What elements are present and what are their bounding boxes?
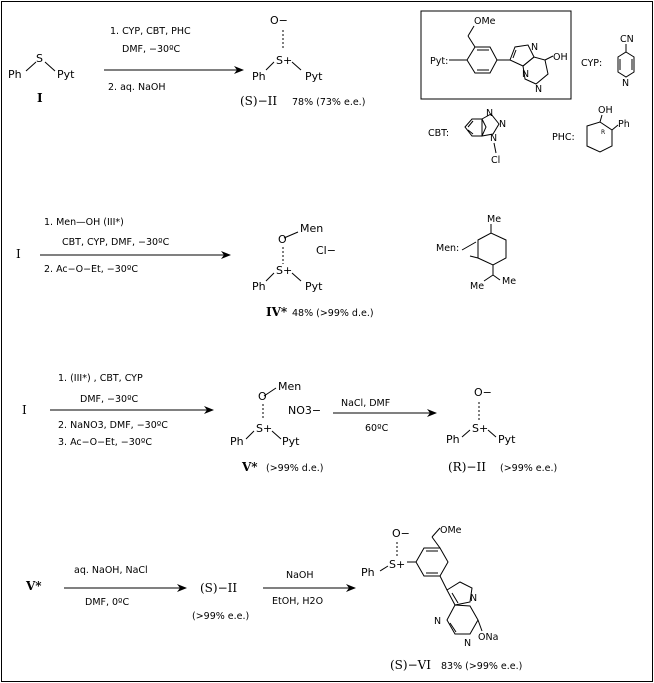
cbt-n1: N bbox=[486, 108, 493, 119]
product-1-pyt: Pyt bbox=[305, 70, 323, 83]
phc-ph: Ph bbox=[618, 119, 630, 130]
product-4-yield: 83% (>99% e.e.) bbox=[441, 661, 522, 672]
product-3-men: Men bbox=[278, 380, 301, 393]
product-3-pyt: Pyt bbox=[282, 435, 300, 448]
product-3b-ee: (>99% e.e.) bbox=[500, 463, 557, 474]
scheme-2: I 1. Men—OH (III*) CBT, CYP, DMF, −30ºC … bbox=[16, 214, 516, 319]
product-2-o: O bbox=[278, 233, 287, 246]
reactant-s: S bbox=[36, 52, 43, 65]
product-1-label: (S)−II bbox=[240, 94, 277, 108]
product-2-ph: Ph bbox=[252, 280, 266, 293]
cond-3-4: 3. Ac−O−Et, −30ºC bbox=[58, 437, 152, 448]
pyt-n1: N bbox=[531, 42, 538, 53]
pyt-legend-box bbox=[420, 10, 572, 100]
product-3-ph: Ph bbox=[230, 435, 244, 448]
scheme-1: Ph S Pyt I 1. CYP, CBT, PHC DMF, −30ºC 2… bbox=[8, 14, 365, 108]
cbt-n3: N bbox=[490, 133, 497, 144]
cond-3-1: 1. (III*) , CBT, CYP bbox=[58, 373, 143, 384]
intermediate-4: (S)−II bbox=[200, 581, 237, 595]
scheme-3: I 1. (III*) , CBT, CYP DMF, −30ºC 2. NaN… bbox=[22, 373, 557, 474]
cond-4-a1: aq. NaOH, NaCl bbox=[74, 565, 148, 576]
cond-3-b2: 60ºC bbox=[365, 423, 389, 434]
product-4-s: S+ bbox=[389, 558, 405, 571]
reactant-label-I: I bbox=[37, 91, 43, 105]
cbt-cl: Cl bbox=[491, 155, 500, 166]
product-4-ome: OMe bbox=[440, 525, 462, 536]
cond-4-a2: DMF, 0ºC bbox=[85, 597, 130, 608]
product-2-pyt: Pyt bbox=[305, 280, 323, 293]
product-4-ph: Ph bbox=[361, 566, 375, 579]
cond-2-2: CBT, CYP, DMF, −30ºC bbox=[62, 237, 170, 248]
reactant-2: I bbox=[16, 247, 21, 261]
product-3b-pyt: Pyt bbox=[498, 433, 516, 446]
men-me1: Me bbox=[487, 214, 501, 225]
product-2-s: S+ bbox=[276, 264, 292, 277]
product-1-o: O− bbox=[270, 14, 288, 27]
phc-oh: OH bbox=[598, 105, 613, 116]
scheme-4: V* aq. NaOH, NaCl DMF, 0ºC (S)−II (>99% … bbox=[25, 525, 522, 672]
cond-3-3: 2. NaNO3, DMF, −30ºC bbox=[58, 420, 168, 431]
cond-1-top1: 1. CYP, CBT, PHC bbox=[110, 26, 191, 37]
product-4-label: (S)−VI bbox=[390, 658, 431, 672]
legend-cbt: CBT: N N N Cl bbox=[428, 108, 506, 166]
cond-4-b1: NaOH bbox=[286, 570, 314, 581]
product-3-s: S+ bbox=[256, 422, 272, 435]
phc-label: PHC: bbox=[552, 132, 575, 143]
cond-3-b1: NaCl, DMF bbox=[341, 398, 390, 409]
product-3-o: O bbox=[258, 390, 267, 403]
cond-2-1: 1. Men—OH (III*) bbox=[44, 217, 124, 228]
product-3b-label: (R)−II bbox=[448, 460, 486, 474]
cond-2-3: 2. Ac−O−Et, −30ºC bbox=[44, 264, 138, 275]
cond-4-b2: EtOH, H2O bbox=[272, 596, 323, 607]
product-2-cl: Cl− bbox=[316, 244, 336, 257]
product-1-s: S+ bbox=[276, 54, 292, 67]
men-label: Men: bbox=[436, 243, 459, 254]
product-4-n2: N bbox=[434, 616, 441, 627]
pyt-ome: OMe bbox=[474, 16, 496, 27]
product-2-men: Men bbox=[300, 222, 323, 235]
product-3-no3: NO3− bbox=[288, 404, 321, 417]
pyt-n2: N bbox=[522, 69, 529, 80]
phc-r: R bbox=[601, 129, 605, 136]
product-4-n3: N bbox=[464, 638, 471, 649]
product-2-yield: 48% (>99% d.e.) bbox=[292, 308, 374, 319]
product-3b-o: O− bbox=[474, 386, 492, 399]
legend-pyt: Pyt: OMe N N N OH bbox=[420, 10, 572, 100]
product-3b-s: S+ bbox=[472, 422, 488, 435]
cyp-label: CYP: bbox=[581, 58, 602, 69]
cyp-cn: CN bbox=[620, 34, 634, 45]
legend-phc: PHC: OH R Ph bbox=[552, 105, 630, 153]
product-4-o: O− bbox=[392, 527, 410, 540]
reactant-3: I bbox=[22, 403, 27, 417]
product-1-ph: Ph bbox=[252, 70, 266, 83]
cbt-label: CBT: bbox=[428, 128, 449, 139]
pyt-n3: N bbox=[535, 84, 542, 95]
cyp-n: N bbox=[622, 78, 629, 89]
product-4-n1: N bbox=[470, 593, 477, 604]
cond-1-bottom: 2. aq. NaOH bbox=[108, 82, 166, 93]
men-me3: Me bbox=[502, 276, 516, 287]
cond-1-top2: DMF, −30ºC bbox=[122, 44, 181, 55]
reactant-4: V* bbox=[25, 579, 42, 593]
product-3-label: V* bbox=[241, 460, 258, 474]
product-2-label: IV* bbox=[266, 305, 288, 319]
intermediate-4-ee: (>99% e.e.) bbox=[192, 611, 249, 622]
pyt-oh: OH bbox=[553, 52, 568, 63]
legend-cyp: CYP: CN N bbox=[581, 34, 635, 89]
cbt-n2: N bbox=[499, 119, 506, 130]
reactant-ph: Ph bbox=[8, 68, 22, 81]
product-3-de: (>99% d.e.) bbox=[266, 463, 323, 474]
product-3b-ph: Ph bbox=[446, 433, 460, 446]
men-me2: Me bbox=[470, 281, 484, 292]
cond-3-2: DMF, −30ºC bbox=[80, 394, 139, 405]
reactant-pyt: Pyt bbox=[57, 68, 75, 81]
product-1-yield: 78% (73% e.e.) bbox=[292, 97, 365, 108]
product-4-ona: ONa bbox=[478, 632, 498, 643]
pyt-label: Pyt: bbox=[430, 56, 448, 67]
